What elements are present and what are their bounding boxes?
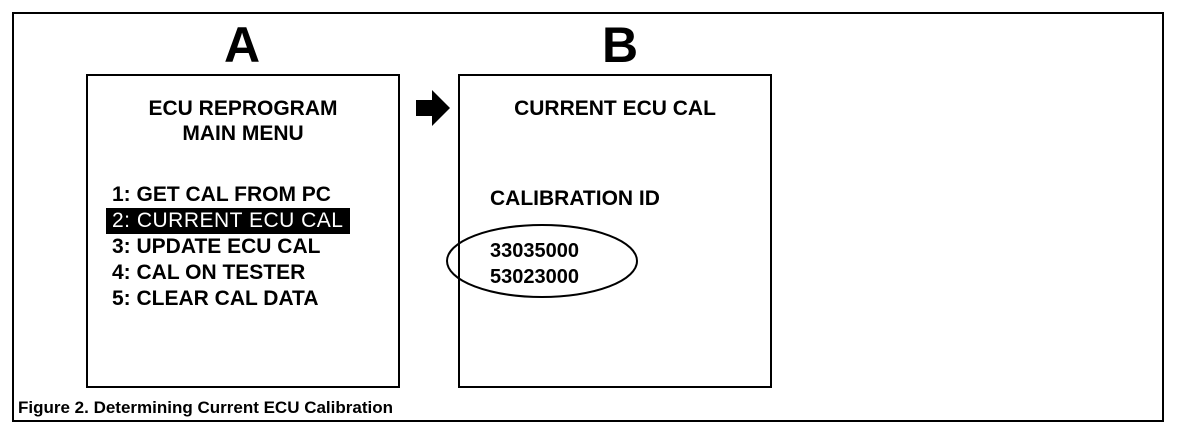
calibration-id-label: CALIBRATION ID	[490, 187, 660, 210]
screen-main-menu: ECU REPROGRAM MAIN MENU 1: GET CAL FROM …	[86, 74, 400, 388]
screen-current-ecu-cal: CURRENT ECU CAL CALIBRATION ID 33035000 …	[458, 74, 772, 388]
panel-letter-b: B	[601, 17, 639, 73]
menu-item-cal-on-tester[interactable]: 4: CAL ON TESTER	[112, 261, 306, 284]
figure-caption: Figure 2. Determining Current ECU Calibr…	[18, 398, 393, 417]
menu-item-current-ecu-cal[interactable]: 2: CURRENT ECU CAL	[106, 208, 350, 234]
menu-item-get-cal-from-pc[interactable]: 1: GET CAL FROM PC	[112, 183, 331, 206]
menu-item-update-ecu-cal[interactable]: 3: UPDATE ECU CAL	[112, 235, 321, 258]
calibration-id-value-1: 33035000	[490, 240, 579, 262]
screen-a-title-line-1: ECU REPROGRAM	[148, 97, 338, 120]
main-menu-list: 1: GET CAL FROM PC 2: CURRENT ECU CAL 3:…	[106, 182, 350, 312]
figure-frame	[12, 12, 1164, 422]
menu-item-clear-cal-data[interactable]: 5: CLEAR CAL DATA	[112, 287, 319, 310]
calibration-id-values: 33035000 53023000	[490, 238, 579, 290]
screen-a-title-line-2: MAIN MENU	[182, 122, 304, 145]
arrow-right-icon	[416, 90, 450, 126]
calibration-id-value-2: 53023000	[490, 266, 579, 288]
panel-letter-a: A	[223, 17, 261, 73]
screen-b-title: CURRENT ECU CAL	[514, 97, 716, 120]
